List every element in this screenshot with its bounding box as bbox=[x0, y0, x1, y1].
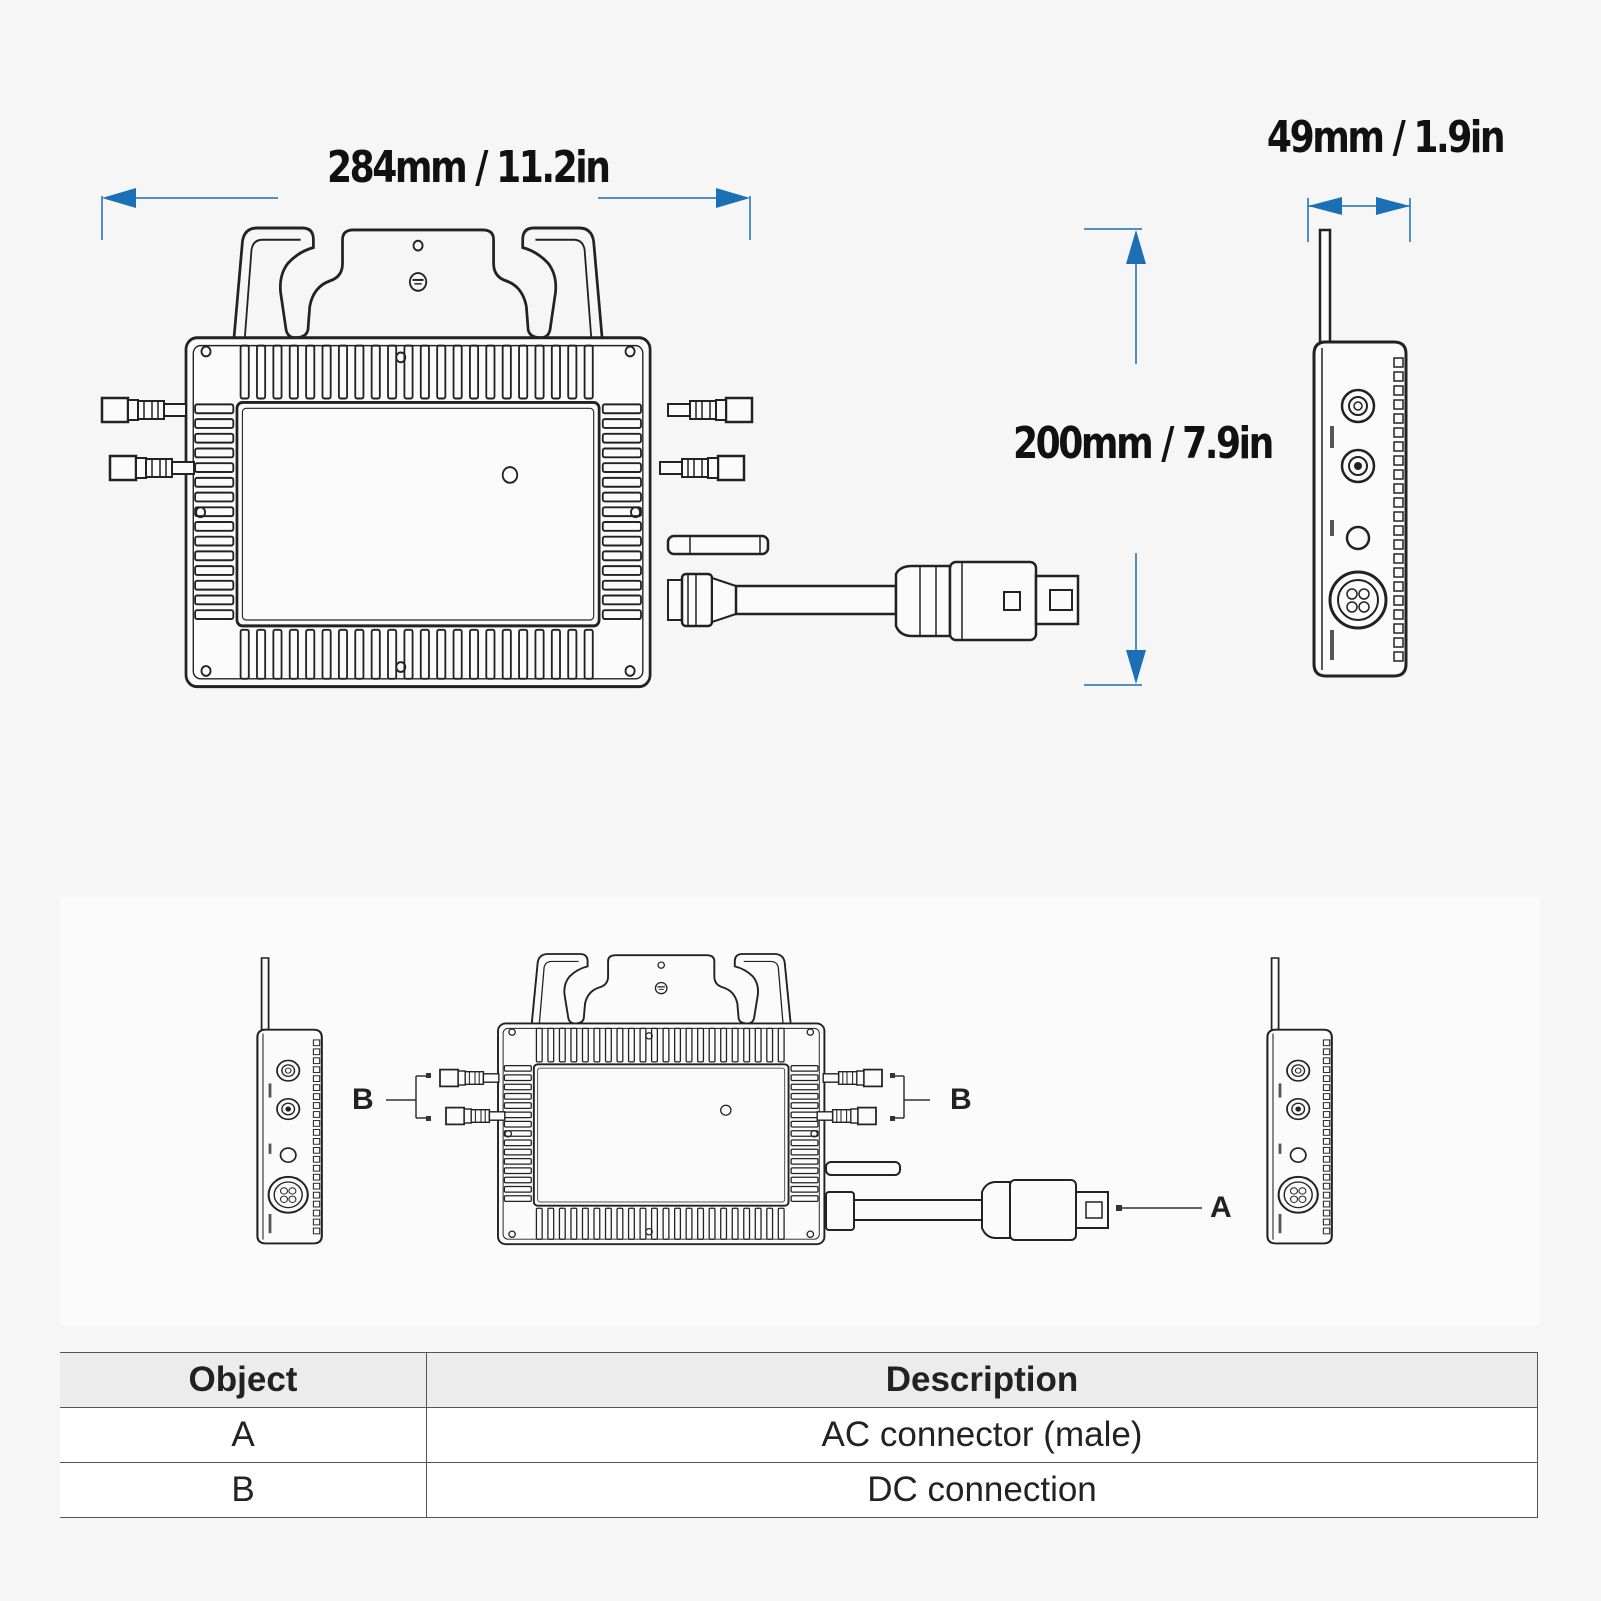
antenna-bottom bbox=[825, 1161, 901, 1176]
table-row: B DC connection bbox=[60, 1462, 1538, 1518]
callout-dot-a bbox=[1116, 1205, 1122, 1211]
dc-connector-top-left-1 bbox=[100, 396, 188, 424]
front-view-bottom bbox=[497, 953, 826, 1246]
side-view-bottom-right bbox=[1266, 956, 1333, 1245]
header-object: Object bbox=[60, 1352, 427, 1408]
table-header-row: Object Description bbox=[60, 1352, 1538, 1408]
dc-connector-bottom-left-1 bbox=[439, 1068, 500, 1088]
depth-dimension bbox=[1307, 197, 1411, 242]
row-description: DC connection bbox=[426, 1462, 1538, 1518]
callout-label-b-left: B bbox=[352, 1083, 374, 1116]
legend-table: Object Description A AC connector (male)… bbox=[60, 1352, 1538, 1518]
height-dimension bbox=[1084, 228, 1146, 686]
callout-label-a: A bbox=[1210, 1191, 1232, 1224]
front-view-top bbox=[184, 226, 652, 689]
depth-dimension-label: 49mm / 1.9in bbox=[1266, 112, 1506, 163]
side-view-top bbox=[1312, 228, 1408, 678]
antenna bbox=[666, 534, 770, 556]
ac-cable-bottom bbox=[825, 1179, 1109, 1241]
table-row: A AC connector (male) bbox=[60, 1407, 1538, 1463]
callout-label-b-right: B bbox=[950, 1083, 972, 1116]
height-dimension-label: 200mm / 7.9in bbox=[1013, 418, 1274, 469]
ac-cable-top bbox=[667, 560, 1080, 642]
dc-connector-bottom-right-1 bbox=[822, 1068, 883, 1088]
width-dimension-label: 284mm / 11.2in bbox=[327, 142, 611, 193]
side-view-bottom-left bbox=[256, 956, 323, 1245]
header-description: Description bbox=[426, 1352, 1538, 1408]
dc-connector-top-right-2 bbox=[658, 454, 746, 482]
row-object: A bbox=[60, 1407, 427, 1463]
row-object: B bbox=[60, 1462, 427, 1518]
dc-connector-top-left-2 bbox=[108, 454, 196, 482]
row-description: AC connector (male) bbox=[426, 1407, 1538, 1463]
dc-connector-top-right-1 bbox=[666, 396, 754, 424]
dc-connector-bottom-right-2 bbox=[816, 1106, 877, 1126]
callout-lines bbox=[386, 1075, 1202, 1209]
width-dimension bbox=[101, 188, 751, 240]
dc-connector-bottom-left-2 bbox=[445, 1106, 506, 1126]
